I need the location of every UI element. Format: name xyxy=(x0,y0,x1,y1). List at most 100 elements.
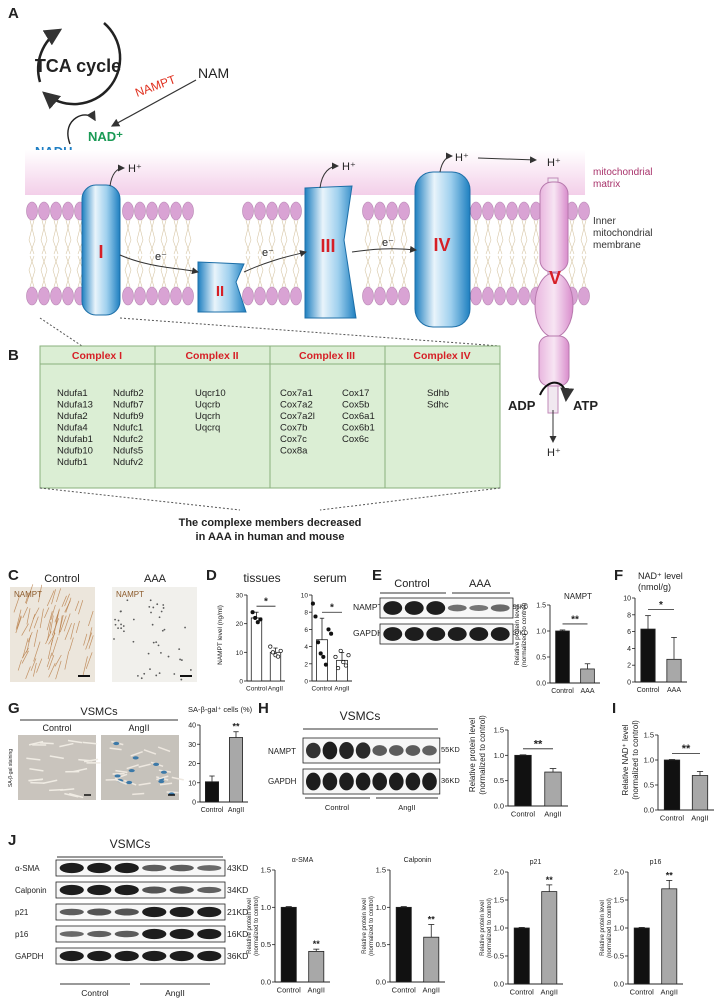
blot-band xyxy=(305,772,321,791)
h-plus-3: H⁺ xyxy=(455,152,469,164)
gene-name: Ndufa2 xyxy=(57,411,88,422)
blot-band xyxy=(447,627,467,641)
tick-label: 0 xyxy=(192,800,196,807)
blot-band xyxy=(469,627,489,641)
blot-band xyxy=(59,884,84,896)
chart-ylabel: (normalized to control) xyxy=(254,896,260,956)
panel-f-title-2: (nmol/g) xyxy=(638,582,671,592)
data-point xyxy=(258,617,263,622)
tick-label: 10 xyxy=(301,593,309,600)
h-plus-2: H⁺ xyxy=(342,161,356,173)
category-label: AngII xyxy=(334,686,349,693)
panel-j-kd-label: 16KD xyxy=(227,929,248,939)
panel-e-kd-2: 37KD xyxy=(513,631,529,637)
significance-mark: ** xyxy=(428,915,436,925)
data-point xyxy=(346,653,351,658)
tick-label: 6 xyxy=(304,627,308,634)
significance-mark: ** xyxy=(232,722,240,732)
blot-band xyxy=(87,862,112,874)
blot-band xyxy=(59,908,84,916)
gene-name: Cox7a2 xyxy=(280,400,313,411)
blot-band xyxy=(490,604,510,612)
tick-label: 10 xyxy=(188,780,196,787)
complex-ii-label: II xyxy=(216,283,224,300)
category-label: Control xyxy=(201,807,224,814)
tick-label: 10 xyxy=(623,596,631,603)
bar xyxy=(640,628,656,683)
blot-band xyxy=(383,601,403,615)
data-point xyxy=(343,663,348,668)
tick-label: 4 xyxy=(304,644,308,651)
tick-label: 0 xyxy=(304,679,308,686)
gene-name: Ndufb2 xyxy=(113,388,144,399)
tca-label: TCA cycle xyxy=(35,56,121,76)
membrane-label-2: mitochondrial xyxy=(593,228,652,239)
tick-label: 0.5 xyxy=(494,776,504,785)
blot-band xyxy=(372,772,388,791)
category-label: Control xyxy=(637,687,660,694)
tick-label: 2.0 xyxy=(494,868,504,877)
panel-h-kd-2: 36KD xyxy=(441,776,460,785)
blot-band xyxy=(339,741,354,760)
panel-h-row-nampt: NAMPT xyxy=(268,747,296,756)
panel-j-group-angii: AngII xyxy=(165,988,185,998)
gene-name: Ndufa13 xyxy=(57,400,93,411)
nam-label: NAM xyxy=(198,65,229,81)
membrane-label-3: membrane xyxy=(593,240,641,251)
tick-label: 2 xyxy=(627,663,631,670)
gene-name: Sdhb xyxy=(427,388,449,399)
tick-label: 1.5 xyxy=(494,896,504,905)
bar xyxy=(541,891,558,985)
blot-band xyxy=(490,627,510,641)
panel-h-kd-1: 55KD xyxy=(441,745,460,754)
e-minus-3: e⁻ xyxy=(382,237,394,249)
complex-iv: IV xyxy=(414,171,471,328)
data-point xyxy=(318,651,323,656)
chart-title: α-SMA xyxy=(292,857,314,864)
nadh-nad-arrow xyxy=(67,110,96,145)
chart-ylabel: Relative protein level xyxy=(480,900,486,956)
tick-label: 8 xyxy=(627,612,631,619)
blot-band xyxy=(197,865,222,871)
tick-label: 0.5 xyxy=(376,940,386,949)
ihc-aaa-image: NAMPT xyxy=(112,587,197,682)
gene-name: Cox6c xyxy=(342,434,369,445)
complex-i: I xyxy=(81,184,121,316)
panel-e-row-gapdh: GAPDH xyxy=(353,628,383,638)
table-caption-1: The complexe members decreased xyxy=(179,517,362,529)
gene-name: Ndufs5 xyxy=(113,446,143,457)
blot-band xyxy=(355,772,371,791)
gene-name: Uqcr10 xyxy=(195,388,226,399)
blot-band xyxy=(426,627,446,641)
category-label: AngII xyxy=(691,814,709,823)
blot-band xyxy=(59,931,84,937)
panel-g-side-label: SA-β-gal staining xyxy=(8,749,14,787)
complex-iii-label: III xyxy=(320,236,335,256)
panel-g-title: VSMCs xyxy=(80,706,118,718)
tca-cycle: TCA cycle xyxy=(35,22,122,110)
category-label: Control xyxy=(392,986,417,995)
gene-name: Ndufb1 xyxy=(57,457,88,468)
blot-band xyxy=(355,742,371,759)
nampt-enzyme-label: NAMPT xyxy=(133,72,178,100)
header-complex-i: Complex I xyxy=(72,350,122,362)
panel-e-ylabel-2: (normalized to control) xyxy=(521,603,528,668)
bar xyxy=(691,775,709,811)
tick-label: 1.0 xyxy=(644,756,654,765)
gene-name: Ndufc2 xyxy=(113,434,143,445)
panel-h-group-control: Control xyxy=(325,803,350,812)
blot-band xyxy=(142,886,167,894)
gene-name: Ndufb10 xyxy=(57,446,93,457)
blot-band xyxy=(114,930,139,938)
blot-band xyxy=(114,862,139,874)
blot-band xyxy=(169,906,194,918)
tick-label: 0.0 xyxy=(536,681,546,688)
panel-h-ylabel-1: Relative protein level xyxy=(468,718,477,792)
blot-band xyxy=(87,908,112,916)
gene-name: Cox7a2l xyxy=(280,411,315,422)
data-point xyxy=(329,631,334,636)
data-point xyxy=(316,640,321,645)
data-point xyxy=(336,666,341,671)
blot-band xyxy=(404,627,424,641)
